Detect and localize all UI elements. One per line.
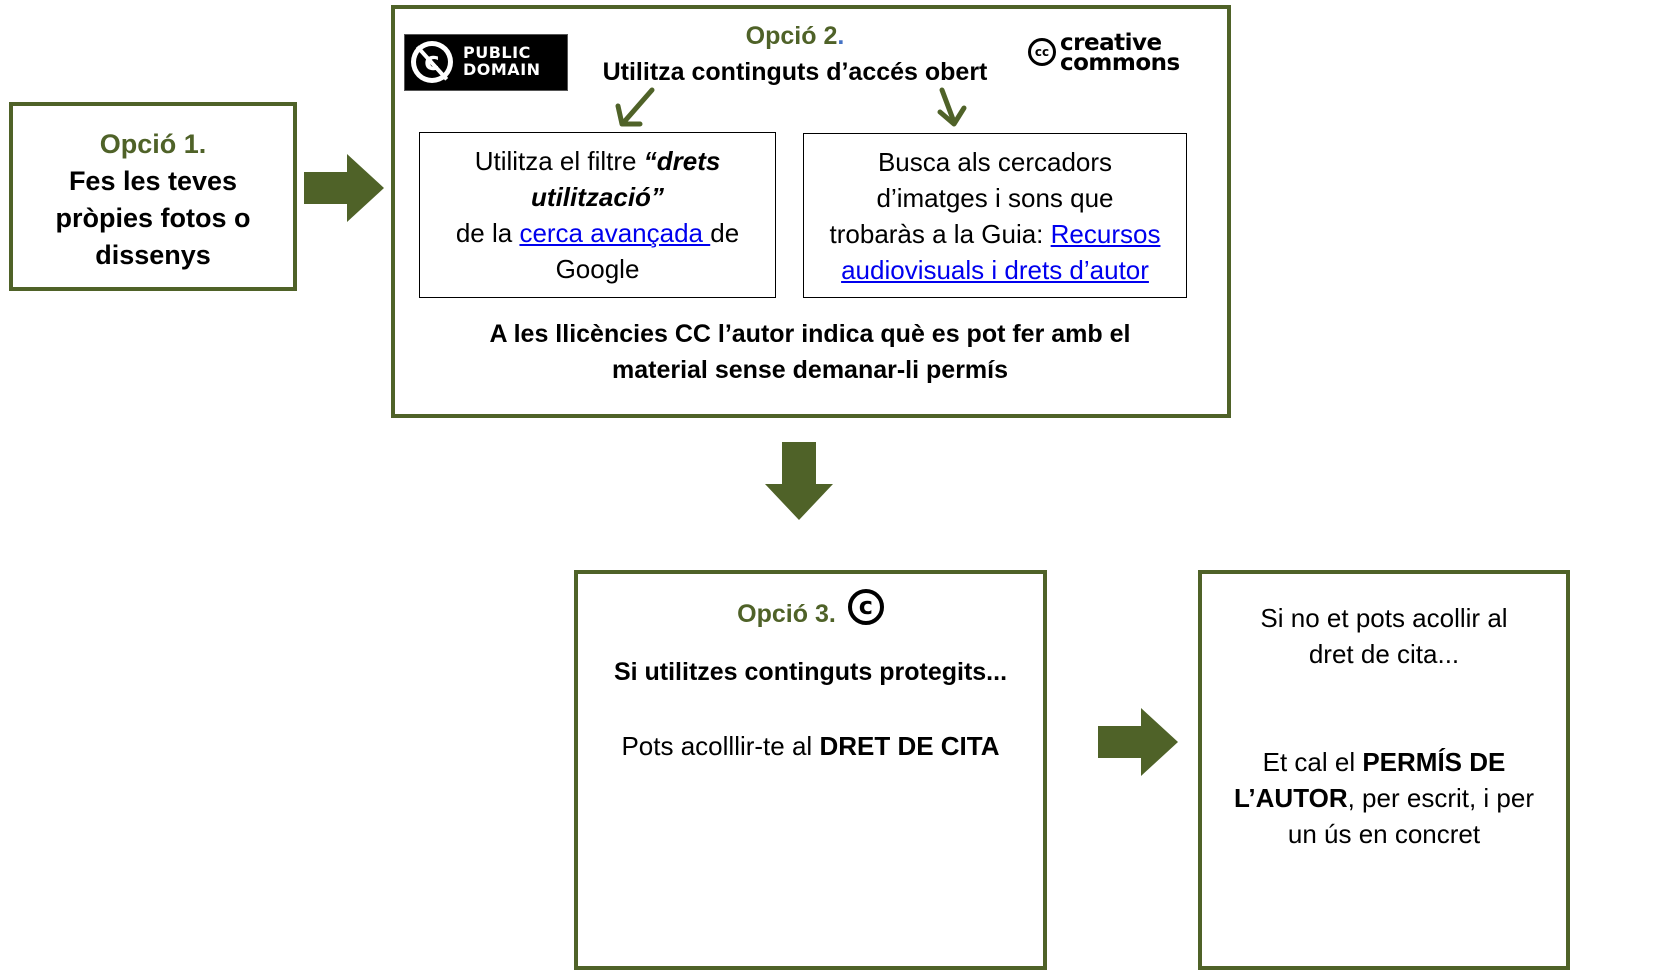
search-line1: Busca als cercadors (877, 147, 1113, 177)
option4-line4: , per escrit, i per (1347, 783, 1535, 813)
option2-title-dot: . (837, 22, 845, 50)
option1-title: Opció 1. (99, 129, 207, 159)
cc-line2: commons (1060, 50, 1180, 76)
option4-line5: un ús en concret (1287, 819, 1481, 849)
search-line3: trobaràs a la Guia: (829, 219, 1051, 249)
public-domain-line1: PUBLIC (463, 43, 531, 62)
guide-link-part1[interactable]: Recursos (1050, 219, 1161, 249)
filter-text4: Google (555, 254, 640, 284)
option3-subtitle: Si utilitzes continguts protegits... (613, 658, 1008, 686)
option3-text-bold: DRET DE CITA (819, 731, 1000, 761)
filter-emphasis2: utilització” (531, 182, 664, 212)
advanced-search-link[interactable]: cerca avançada (519, 218, 711, 248)
arrow-down-right-icon (937, 87, 967, 127)
option4-line4-bold: L’AUTOR (1233, 783, 1348, 813)
guide-link-part2[interactable]: audiovisuals i drets d’autor (841, 255, 1149, 285)
option1-line2: pròpies fotos o (55, 203, 251, 233)
filter-text2: de la (455, 218, 520, 248)
option3-box: Opció 3. c Si utilitzes continguts proteg… (574, 570, 1047, 970)
right-arrow-1 (304, 154, 384, 222)
option3-title: Opció 3. (737, 600, 836, 628)
arrow-down-left-icon (615, 87, 655, 127)
option3-text: Pots acolllir-te al (621, 731, 820, 761)
copyright-icon: c (847, 589, 884, 626)
public-domain-logo: c PUBLIC DOMAIN (404, 34, 568, 91)
public-domain-line2: DOMAIN (463, 60, 541, 79)
filter-emphasis1: “drets (643, 146, 721, 176)
cc-icon: cc (1028, 38, 1056, 66)
option4-line3: Et cal el (1262, 747, 1363, 777)
option1-line1: Fes les teves (68, 166, 238, 196)
option2-subtitle: Utilitza continguts d’accés obert (602, 58, 988, 86)
search-engines-box: Busca als cercadors d’imatges i sons que… (803, 133, 1187, 298)
filter-text1: Utilitza el filtre (474, 146, 644, 176)
footer-line2: material sense demanar-li permís (611, 356, 1009, 384)
option4-box: Si no et pots acollir al dret de cita...… (1198, 570, 1570, 970)
option2-title: Opció 2 (745, 22, 838, 50)
creative-commons-logo: cc creative commons (1028, 30, 1193, 78)
search-line2: d’imatges i sons que (876, 183, 1114, 213)
filter-text3: de (710, 218, 740, 248)
option1-line3: dissenys (95, 240, 211, 270)
cc-line1: creative (1060, 30, 1162, 56)
down-arrow (765, 442, 833, 520)
right-arrow-2 (1098, 708, 1178, 776)
option2-footer: A les llicències CC l’autor indica què e… (440, 316, 1180, 388)
option1-box: Opció 1. Fes les teves pròpies fotos o d… (9, 102, 297, 291)
footer-line1: A les llicències CC l’autor indica què e… (489, 320, 1131, 348)
option4-line2: dret de cita... (1308, 639, 1460, 669)
option2-heading: Opció 2. Utilitza continguts d’accés obe… (560, 18, 1030, 90)
public-domain-icon: c (411, 41, 453, 83)
filter-box: Utilitza el filtre “drets utilització” d… (419, 132, 776, 298)
option4-line1: Si no et pots acollir al (1260, 603, 1508, 633)
option4-line3-bold: PERMÍS DE (1362, 747, 1506, 777)
